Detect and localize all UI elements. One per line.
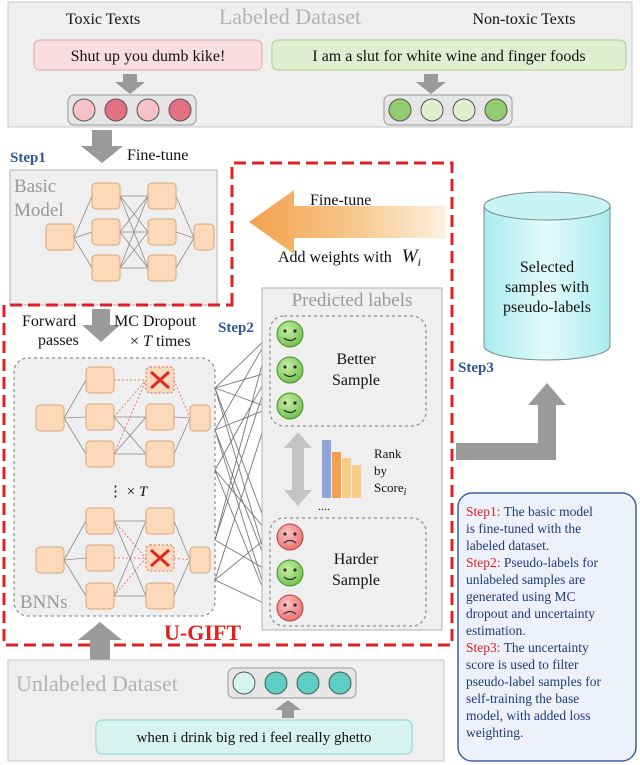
bnn-times-label: ⋮ × T — [108, 484, 149, 500]
nontoxic-texts-header: Non-toxic Texts — [472, 11, 575, 28]
bnn-lower-dropped-connections — [113, 520, 191, 597]
toxic-example-box — [33, 39, 263, 71]
rank-double-arrow — [284, 432, 312, 506]
selected-label-3: pseudo-labels — [503, 299, 591, 316]
rank-label-2: by — [374, 463, 388, 478]
better-sample-label-1: Better — [336, 351, 376, 368]
selected-label-1: Selected — [520, 259, 574, 276]
harder-sample-label-1: Harder — [334, 551, 379, 568]
labeled-dataset-panel: Labeled Dataset Toxic Texts Non-toxic Te… — [7, 1, 633, 128]
legend-step1-title: Step1: — [466, 504, 501, 519]
bnn-lower-nodes — [35, 507, 211, 610]
svg-text:Step1: The basic model i: Step1: The basic model is fine-tuned wit… — [466, 504, 604, 740]
sad-face-icon — [276, 594, 304, 622]
nontoxic-down-arrow — [416, 74, 446, 94]
rank-ellipsis: .... — [318, 499, 330, 513]
basic-model-network — [73, 195, 195, 269]
basic-model-label-1: Basic — [14, 176, 56, 197]
legend-step3-title: Step3: — [466, 640, 501, 655]
nontoxic-example-text: I am a slut for white wine and finger fo… — [312, 48, 585, 65]
toxic-token-sequence — [67, 94, 197, 126]
toxic-texts-header: Toxic Texts — [66, 11, 140, 28]
forward-label-2: passes — [38, 332, 79, 349]
dropout-x-icon — [145, 366, 175, 394]
toxic-down-arrow — [115, 74, 145, 94]
basic-model-panel: Basic Model — [9, 169, 218, 306]
mc-times-label: × T times — [130, 333, 191, 350]
smile-icon — [276, 559, 304, 587]
step1-down-arrow — [81, 130, 123, 163]
bnn-to-prediction-lines — [214, 334, 271, 607]
better-sample-group — [269, 315, 427, 427]
smile-icon — [276, 320, 304, 348]
unlabeled-up-arrow — [78, 622, 122, 660]
forward-down-arrow — [82, 309, 120, 342]
svg-text:Add weights with Wi: Add weights with Wi — [278, 246, 421, 269]
unlabeled-example-box — [95, 719, 413, 755]
forward-label-1: Forward — [22, 313, 76, 330]
dropout-x-icon — [145, 544, 175, 572]
basic-model-label-2: Model — [14, 200, 64, 221]
rank-label-3: Scorei — [374, 480, 407, 498]
bar-chart-icon — [322, 440, 361, 498]
bnn-panel: BNNs ⋮ × T — [13, 357, 216, 617]
better-sample-label-2: Sample — [332, 372, 380, 389]
u-gift-label: U-GIFT — [164, 620, 241, 645]
step3-label: Step3 — [458, 360, 494, 376]
rank-label-1: Rank — [374, 446, 402, 461]
unlabeled-example-text: when i drink big red i feel really ghett… — [137, 730, 372, 746]
bnn-label: BNNs — [20, 592, 68, 613]
basic-model-nodes — [45, 182, 215, 282]
sad-face-icon — [276, 523, 304, 551]
selected-samples-cylinder: Selected samples with pseudo-labels — [483, 191, 611, 361]
bnn-upper-nodes — [35, 366, 211, 468]
toxic-example-text: Shut up you dumb kike! — [71, 48, 226, 65]
bnn-upper-dropped-connections — [113, 379, 191, 455]
step1-label: Step1 — [10, 150, 46, 166]
bnn-upper-connections — [63, 379, 191, 455]
unlabeled-token-sequence — [227, 667, 357, 699]
mc-dropout-label: MC Dropout — [114, 313, 197, 330]
unlabeled-small-up-arrow — [275, 700, 301, 718]
step2-label: Step2 — [218, 320, 254, 336]
steps-legend: Step1: The basic model is fine-tuned wit… — [457, 492, 637, 762]
nontoxic-example-box — [271, 39, 627, 71]
harder-sample-group — [269, 517, 427, 627]
unlabeled-dataset-title: Unlabeled Dataset — [16, 671, 178, 696]
predicted-labels-title: Predicted labels — [292, 290, 413, 311]
nontoxic-token-sequence — [383, 94, 513, 126]
u-gift-boundary — [2, 161, 454, 647]
feedback-weights-label: Add weights with Wi — [278, 246, 421, 269]
feedback-finetune-label: Fine-tune — [310, 192, 371, 209]
unlabeled-dataset-panel: Unlabeled Dataset when i drink big red i… — [7, 659, 445, 762]
predicted-labels-panel: Predicted labels Better Sample Ran — [261, 287, 443, 631]
labeled-dataset-title: Labeled Dataset — [219, 4, 361, 29]
step3-arrow — [456, 383, 566, 460]
bnn-lower-connections — [63, 520, 191, 597]
smile-icon — [276, 356, 304, 384]
step1-finetune-label: Fine-tune — [127, 147, 188, 164]
harder-sample-label-2: Sample — [332, 572, 380, 589]
legend-step2-title: Step2: — [466, 555, 501, 570]
smile-icon — [276, 392, 304, 420]
selected-label-2: samples with — [505, 279, 589, 296]
feedback-finetune-arrow — [249, 190, 446, 254]
